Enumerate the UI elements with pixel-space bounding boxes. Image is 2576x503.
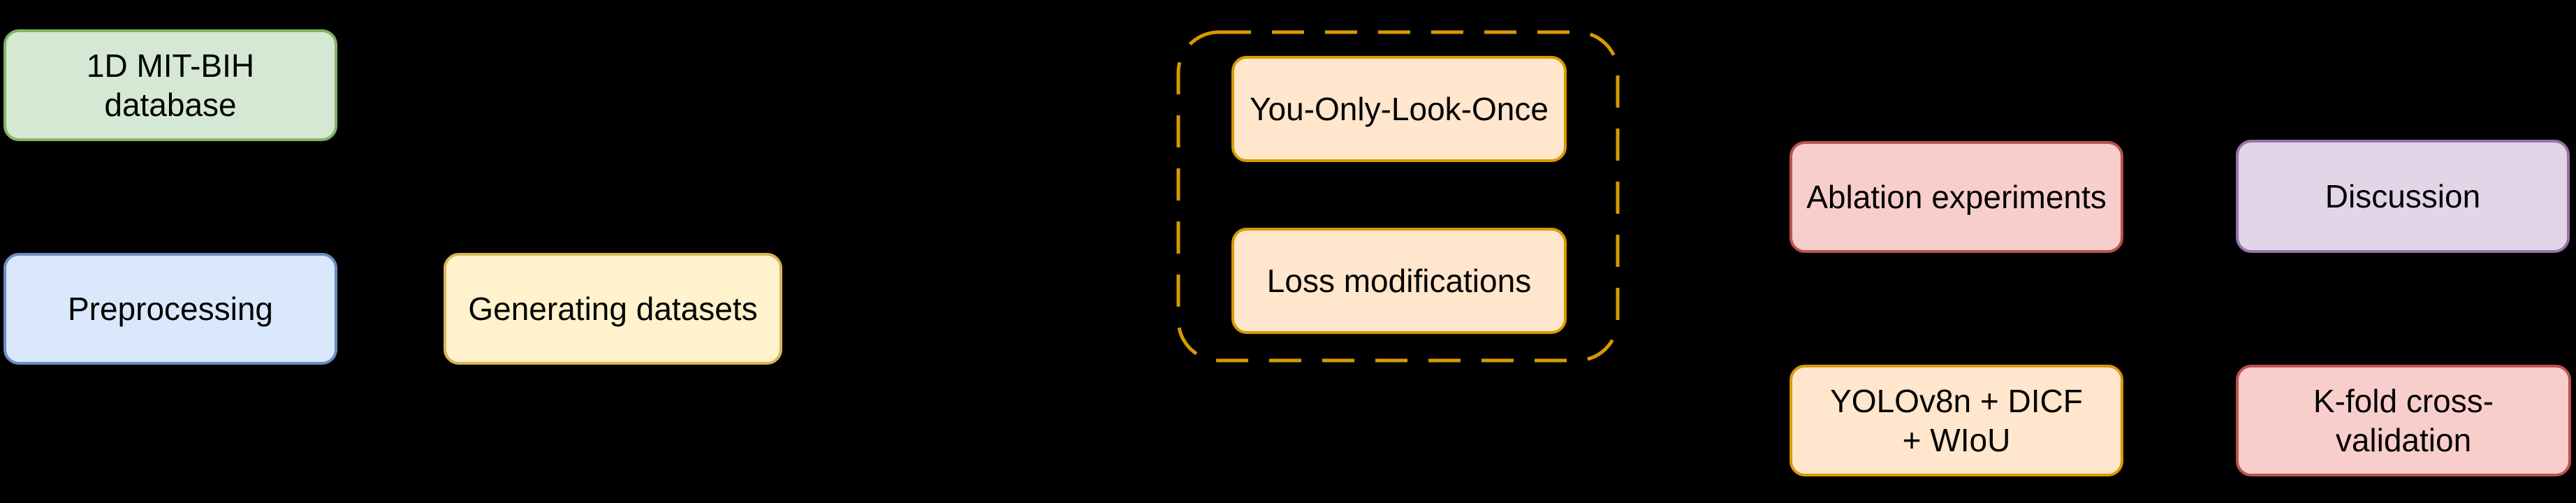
node-you-only-look-once: You-Only-Look-Once: [1231, 56, 1567, 162]
node-yolov8n-dicf-wiou: YOLOv8n + DICF + WIoU: [1790, 365, 2123, 476]
node-mitbih-database-label: 1D MIT-BIH database: [86, 47, 255, 123]
node-kfold-cross-validation: K-fold cross- validation: [2236, 365, 2571, 476]
node-preprocessing-label: Preprocessing: [67, 290, 274, 327]
node-kfold-cross-validation-label: K-fold cross- validation: [2313, 382, 2494, 458]
node-ablation-experiments: Ablation experiments: [1790, 141, 2123, 253]
node-you-only-look-once-label: You-Only-Look-Once: [1250, 90, 1549, 127]
node-generating-datasets: Generating datasets: [444, 253, 782, 365]
node-discussion-label: Discussion: [2325, 177, 2481, 214]
node-ablation-experiments-label: Ablation experiments: [1806, 178, 2107, 215]
node-yolov8n-dicf-wiou-label: YOLOv8n + DICF + WIoU: [1830, 382, 2083, 458]
node-loss-modifications: Loss modifications: [1231, 228, 1567, 334]
node-preprocessing: Preprocessing: [3, 253, 337, 365]
node-generating-datasets-label: Generating datasets: [468, 290, 758, 327]
node-mitbih-database: 1D MIT-BIH database: [3, 29, 337, 141]
node-loss-modifications-label: Loss modifications: [1266, 262, 1532, 299]
yolo-group-dashed-container: [1176, 30, 1620, 363]
dashed-border: [1176, 30, 1620, 363]
node-discussion: Discussion: [2236, 140, 2570, 253]
